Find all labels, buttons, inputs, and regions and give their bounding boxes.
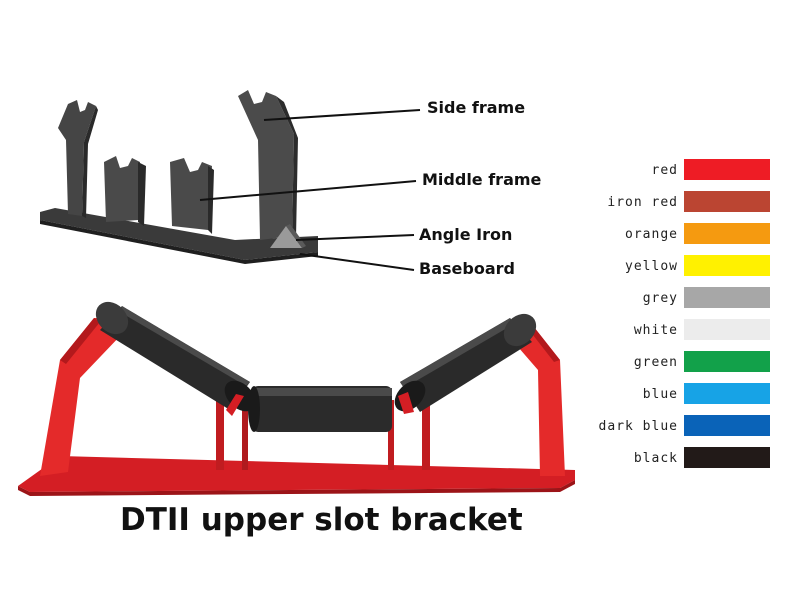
- red-baseboard: [18, 456, 575, 492]
- leader-lines: [199, 109, 421, 271]
- red-middle-frame-left: [216, 400, 224, 470]
- color-swatch-row: dark blue: [588, 414, 778, 446]
- color-swatch-label: dark blue: [598, 419, 678, 434]
- color-swatch-label: green: [633, 355, 678, 370]
- middle-frame-right: [170, 158, 212, 230]
- color-swatch-label: blue: [642, 387, 678, 402]
- caption-title: DTII upper slot bracket: [120, 502, 523, 538]
- color-swatch-row: yellow: [588, 254, 778, 286]
- label-side-frame: Side frame: [427, 98, 526, 117]
- color-swatch-row: orange: [588, 222, 778, 254]
- left-side-frame: [58, 100, 96, 216]
- label-baseboard: Baseboard: [419, 259, 515, 278]
- color-swatch-row: black: [588, 446, 778, 478]
- color-swatch-box: [684, 287, 770, 308]
- color-swatch-row: grey: [588, 286, 778, 318]
- left-roller: [95, 301, 256, 412]
- color-swatch-row: red: [588, 158, 778, 190]
- red-middle-frame-right: [388, 400, 394, 470]
- color-swatch-label: iron red: [607, 195, 678, 210]
- leader-angle-iron: [295, 234, 415, 241]
- leader-side-frame: [263, 109, 421, 121]
- color-swatch-box: [684, 351, 770, 372]
- color-swatch-label: black: [633, 451, 678, 466]
- color-swatch-box: [684, 415, 770, 436]
- right-roller: [394, 313, 537, 412]
- color-swatch-label: orange: [625, 227, 678, 242]
- center-roller: [248, 386, 392, 432]
- color-swatch-box: [684, 159, 770, 180]
- right-side-frame: [238, 90, 294, 240]
- color-swatch-list: red iron red orange yellow grey white green blu…: [588, 158, 778, 478]
- label-middle-frame: Middle frame: [422, 170, 542, 189]
- color-swatch-row: green: [588, 350, 778, 382]
- bare-bracket-frame: [40, 90, 318, 264]
- color-swatch-label: grey: [642, 291, 678, 306]
- color-swatch-box: [684, 191, 770, 212]
- color-swatch-box: [684, 383, 770, 404]
- angle-iron: [270, 226, 302, 248]
- red-left-side-frame: [40, 318, 122, 476]
- color-swatch-label: red: [651, 163, 678, 178]
- leader-middle-frame: [199, 180, 417, 201]
- leader-baseboard: [299, 253, 415, 271]
- color-swatch-row: blue: [588, 382, 778, 414]
- color-swatch-box: [684, 319, 770, 340]
- color-swatch-row: iron red: [588, 190, 778, 222]
- color-swatch-row: white: [588, 318, 778, 350]
- color-swatch-label: yellow: [625, 259, 678, 274]
- middle-frame-left: [104, 156, 140, 222]
- color-swatch-box: [684, 447, 770, 468]
- color-swatch-box: [684, 223, 770, 244]
- roller-bracket-assembly: [18, 301, 575, 496]
- red-right-side-frame: [505, 322, 565, 476]
- color-swatch-box: [684, 255, 770, 276]
- color-swatch-label: white: [633, 323, 678, 338]
- label-angle-iron: Angle Iron: [419, 225, 513, 244]
